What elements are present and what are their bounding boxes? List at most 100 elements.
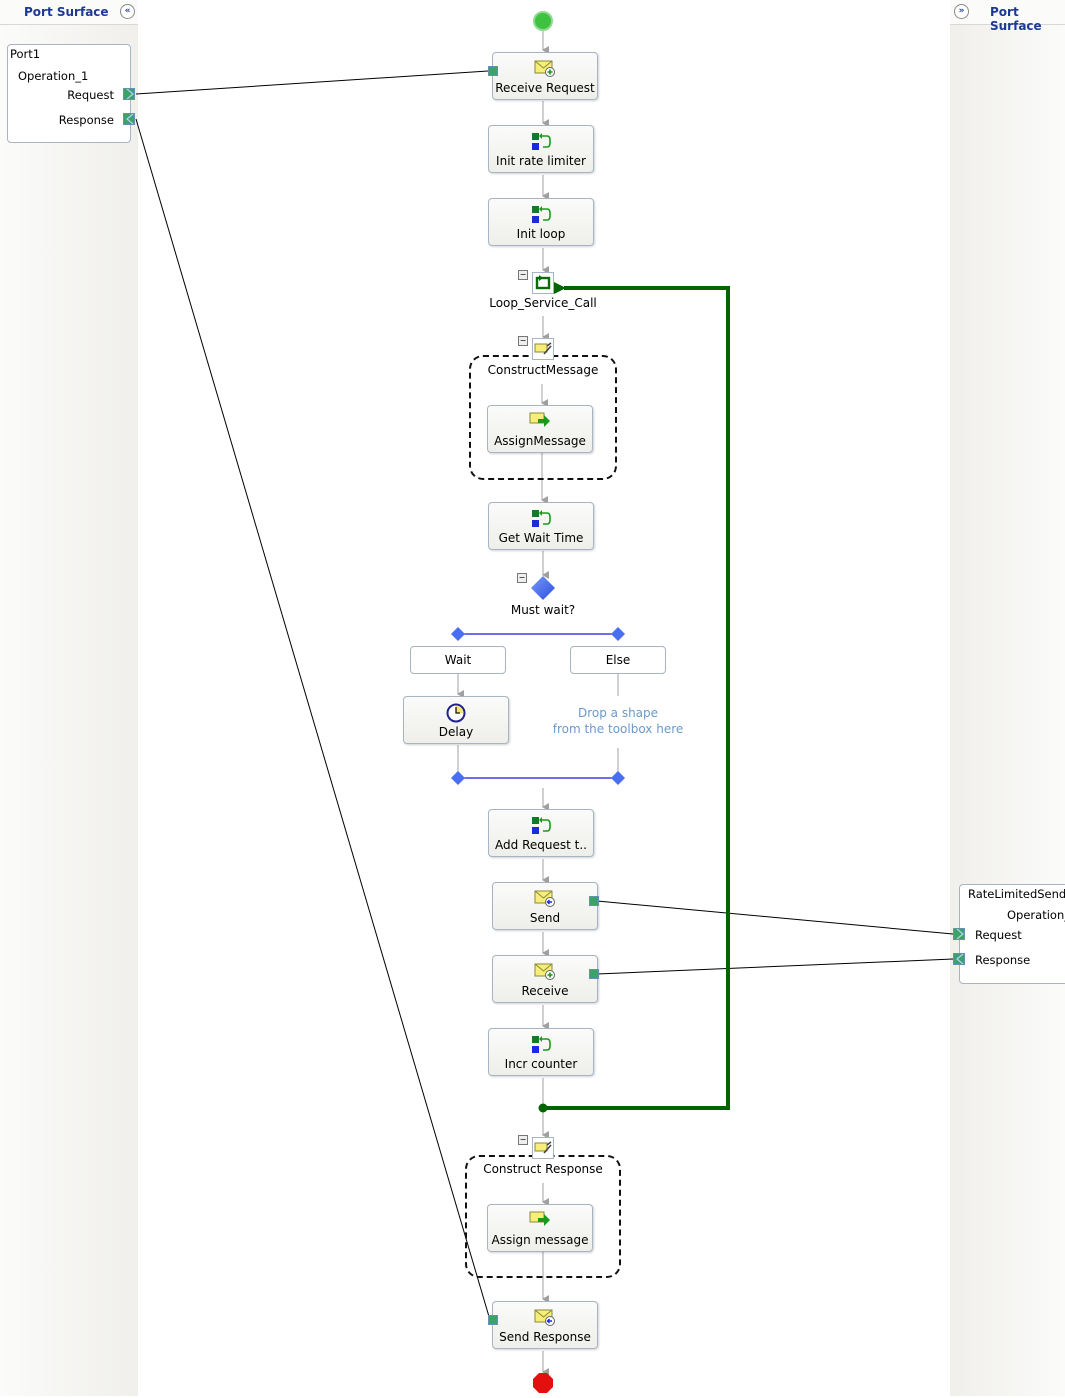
shape-label: Add Request t.. — [495, 838, 587, 852]
port-port1[interactable]: Port1 Operation_1 Request Response — [7, 44, 131, 143]
receive-envelope-icon — [493, 962, 597, 982]
branch-top-left-diamond — [451, 627, 465, 641]
send-envelope-icon — [493, 1308, 597, 1328]
shape-label: Init rate limiter — [496, 154, 586, 168]
end-red-octagon-icon — [533, 1373, 553, 1393]
assign-message-2-shape[interactable]: Assign message — [487, 1204, 593, 1252]
operation-name: Operation_ — [1007, 908, 1065, 922]
shape-label: AssignMessage — [494, 434, 586, 448]
ratelimited-request-connector[interactable] — [953, 928, 965, 940]
binding-send-response — [135, 118, 491, 1321]
shape-label: Assign message — [491, 1233, 589, 1247]
right-port-surface: » Port Surface RateLimitedSendP Operatio… — [950, 0, 1065, 1396]
message-assignment-icon — [488, 412, 592, 432]
right-port-surface-title: Port Surface — [990, 5, 1042, 33]
send-shape[interactable]: Send — [492, 882, 598, 930]
construct-message-icon — [534, 342, 552, 355]
incr-counter-shape[interactable]: Incr counter — [488, 1028, 594, 1076]
expression-icon — [489, 132, 593, 152]
shape-label: Receive Request — [495, 81, 595, 95]
response-label: Response — [58, 113, 114, 127]
start-green-circle-icon — [533, 11, 553, 31]
drop-hint-line2: from the toolbox here — [552, 722, 684, 736]
branch-bottom-right-diamond — [611, 771, 625, 785]
request-label: Request — [67, 88, 114, 102]
port1-response-connector[interactable] — [123, 113, 135, 125]
binding-receive — [596, 958, 954, 975]
branch-else-label: Else — [605, 653, 631, 667]
construct-response-label: Construct Response — [483, 1162, 603, 1176]
port-name: Port1 — [10, 47, 41, 61]
right-port-surface-header: » Port Surface — [950, 0, 1065, 33]
branch-top-right-diamond — [611, 627, 625, 641]
construct-message-shape[interactable] — [532, 338, 554, 360]
construct-response-shape[interactable] — [532, 1137, 554, 1159]
left-port-surface-header: Port Surface « — [0, 0, 138, 25]
response-label: Response — [975, 953, 1031, 967]
expression-icon — [489, 1035, 593, 1055]
init-rate-limiter-shape[interactable]: Init rate limiter — [488, 125, 594, 173]
decide-collapse-toggle[interactable]: − — [517, 573, 527, 583]
drop-hint-line1: Drop a shape — [577, 706, 659, 720]
receive-request-port-connector[interactable] — [488, 66, 498, 76]
port-binding-lines — [135, 70, 954, 1321]
shape-label: Get Wait Time — [498, 531, 584, 545]
clock-icon — [404, 703, 508, 723]
send-response-port-connector[interactable] — [488, 1315, 498, 1325]
message-assignment-icon — [488, 1211, 592, 1231]
receive-port-connector[interactable] — [589, 969, 599, 979]
construct-message-label: ConstructMessage — [487, 363, 599, 377]
loop-collapse-toggle[interactable]: − — [518, 270, 528, 280]
port-ratelimitedsendport[interactable]: RateLimitedSendP Operation_ Request Resp… — [959, 884, 1065, 984]
shape-label: Send — [529, 911, 561, 925]
shape-label: Send Response — [499, 1330, 591, 1344]
branch-diamonds — [451, 627, 625, 785]
decide-label: Must wait? — [510, 603, 576, 617]
expression-icon — [489, 816, 593, 836]
decide-diamond-icon[interactable] — [530, 575, 556, 601]
double-chevron-left-icon[interactable]: « — [120, 4, 135, 19]
branch-bars — [458, 633, 618, 779]
send-envelope-icon — [493, 889, 597, 909]
send-port-connector[interactable] — [589, 896, 599, 906]
port1-request-connector[interactable] — [123, 88, 135, 100]
start-end — [533, 11, 553, 1393]
receive-request-shape[interactable]: Receive Request — [492, 52, 598, 100]
construct-message-icon — [534, 1141, 552, 1154]
init-loop-shape[interactable]: Init loop — [488, 198, 594, 246]
ratelimited-response-connector[interactable] — [953, 953, 965, 965]
add-request-shape[interactable]: Add Request t.. — [488, 809, 594, 857]
loop-shape[interactable] — [532, 272, 554, 294]
operation-name: Operation_1 — [18, 69, 89, 83]
shape-label: Delay — [438, 725, 474, 739]
construct-response-collapse-toggle[interactable]: − — [518, 1135, 528, 1145]
shape-label: Receive — [521, 984, 569, 998]
get-wait-time-shape[interactable]: Get Wait Time — [488, 502, 594, 550]
request-label: Request — [975, 928, 1022, 942]
shape-label: Incr counter — [504, 1057, 578, 1071]
port-name: RateLimitedSendP — [968, 887, 1065, 901]
branch-bottom-left-diamond — [451, 771, 465, 785]
send-response-shape[interactable]: Send Response — [492, 1301, 598, 1349]
drop-shape-hint[interactable]: Drop a shape from the toolbox here — [548, 705, 688, 737]
expression-icon — [489, 205, 593, 225]
left-port-surface-title: Port Surface — [24, 5, 109, 19]
branch-wait[interactable]: Wait — [410, 646, 506, 674]
branch-wait-label: Wait — [444, 653, 472, 667]
left-port-surface: Port Surface « Port1 Operation_1 Request… — [0, 0, 138, 1396]
delay-shape[interactable]: Delay — [403, 696, 509, 744]
receive-envelope-icon — [493, 59, 597, 79]
binding-receive-request — [135, 70, 489, 95]
expression-icon — [489, 509, 593, 529]
receive-shape[interactable]: Receive — [492, 955, 598, 1003]
branch-else[interactable]: Else — [570, 646, 666, 674]
assign-message-shape[interactable]: AssignMessage — [487, 405, 593, 453]
double-chevron-right-icon[interactable]: » — [954, 4, 969, 19]
construct-message-collapse-toggle[interactable]: − — [518, 336, 528, 346]
shape-label: Init loop — [516, 227, 566, 241]
binding-send — [596, 900, 954, 935]
loop-icon — [535, 275, 551, 290]
loop-label: Loop_Service_Call — [489, 296, 597, 310]
loop-back-connector — [538, 282, 730, 1113]
